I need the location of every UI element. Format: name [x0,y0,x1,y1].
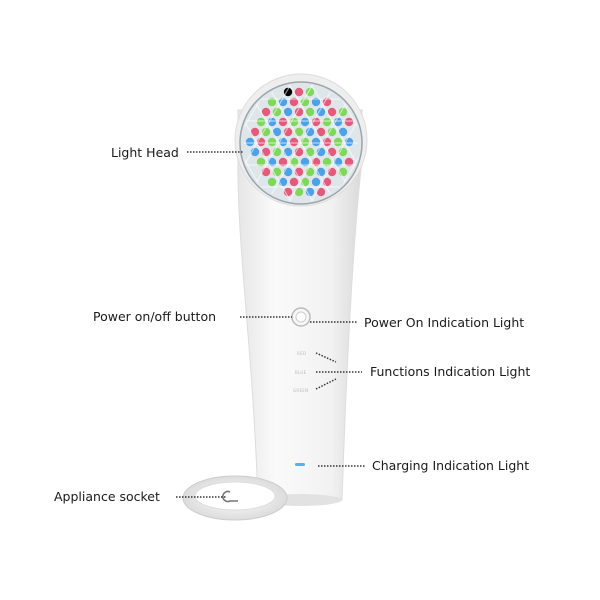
led-grid-line [111,43,226,243]
function-light-red: RED [297,351,307,356]
led [305,147,315,157]
led [278,157,288,167]
led-grid-line [111,43,226,243]
led-array [111,43,490,243]
led [283,107,293,117]
leader-lines [176,151,366,498]
led [278,117,288,127]
led [322,157,332,167]
led [278,97,288,107]
led [294,87,304,97]
led-grid-line [375,43,490,243]
led [294,187,304,197]
charging-light [295,463,305,466]
led [283,147,293,157]
label-functions-indicator: Functions Indication Light [370,364,531,379]
led-grid-line [242,84,360,202]
led [267,137,277,147]
led [338,107,348,117]
led [300,97,310,107]
led [300,157,310,167]
socket-inner [194,481,276,511]
led [289,137,299,147]
led [250,127,260,137]
led-grid-line [286,84,360,202]
label-charging-indicator: Charging Indication Light [372,458,530,473]
led [261,167,271,177]
label-appliance-socket: Appliance socket [54,489,160,504]
led-grid-line [242,84,250,202]
led [261,107,271,117]
led [261,147,271,157]
led [305,107,315,117]
led-grid-line [242,84,250,202]
socket-connector-icon [222,490,238,503]
led [272,107,282,117]
led [322,117,332,127]
led [327,107,337,117]
led [311,177,321,187]
label-light-head: Light Head [111,145,179,160]
led [344,117,354,127]
led [311,137,321,147]
led [333,137,343,147]
led [283,167,293,177]
led [256,117,266,127]
function-light-blue: BLUE [295,370,307,375]
led [316,107,326,117]
led [316,187,326,197]
led-grid-line [264,84,360,202]
label-power-indicator: Power On Indication Light [364,315,525,330]
led [305,167,315,177]
led [327,167,337,177]
led-grid-line [375,43,490,243]
led-grid-line [352,84,360,202]
led [327,147,337,157]
led [344,157,354,167]
led [294,127,304,137]
led [245,137,255,147]
led [300,117,310,127]
led [256,157,266,167]
power-on-light [295,311,307,323]
led [267,97,277,107]
led [272,127,282,137]
led-grid-line [352,84,360,202]
led [316,127,326,137]
led [289,177,299,187]
function-light-green: GREEN [293,388,309,393]
device-body [237,109,363,501]
led [322,97,332,107]
led [311,97,321,107]
led [338,127,348,137]
led [289,97,299,107]
led [267,177,277,187]
led [294,107,304,117]
label-power-button: Power on/off button [93,309,217,324]
